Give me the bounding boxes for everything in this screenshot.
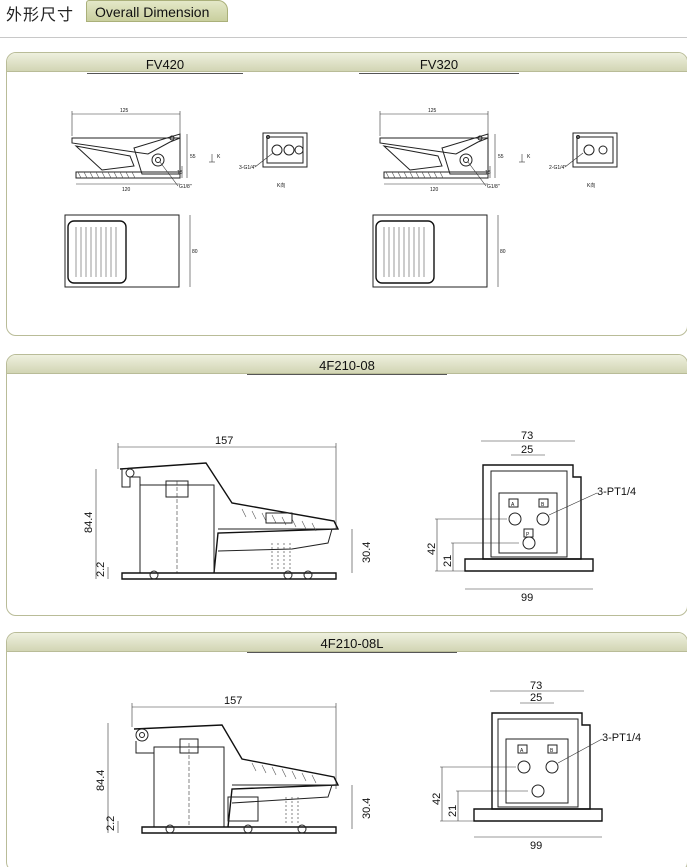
fv320-side-port-label: 2-G1/4" xyxy=(549,165,566,171)
fv320-dim-18: 18 xyxy=(485,170,491,176)
4f210-08-dim-157: 157 xyxy=(215,435,233,447)
fv320-dim-80: 80 xyxy=(500,249,506,255)
4f210-08-dim-42: 42 xyxy=(426,543,438,555)
fv420-dim-120: 120 xyxy=(122,187,131,193)
model-title-fv420: FV420 xyxy=(87,57,243,74)
4f210-08l-front-drawing: 73 25 A B 99 3-PT1/4 42 21 xyxy=(431,680,641,852)
panel-fv420-fv320: FV420 FV320 125 120 55 18 G1/8" K 3-G1/4… xyxy=(6,52,687,336)
fv420-k-arrow: K xyxy=(209,154,221,163)
4f210-08-dim-2-2: 2.2 xyxy=(95,562,107,577)
4f210-08-dim-21: 21 xyxy=(442,555,454,567)
model-title-4f210-08l: 4F210-08L xyxy=(247,636,457,653)
4f210-08l-dim-30-4: 30.4 xyxy=(361,798,373,819)
fv420-dim-125: 125 xyxy=(120,108,129,114)
fv320-top-drawing: 80 xyxy=(372,214,506,288)
4f210-08-dim-99: 99 xyxy=(521,592,533,604)
port-letter-a: A xyxy=(520,748,524,754)
fv420-dim-18: 18 xyxy=(177,170,183,176)
header-title-en: Overall Dimension xyxy=(95,4,210,20)
4f210-08-dim-84-4: 84.4 xyxy=(83,512,95,533)
4f210-08l-dim-42: 42 xyxy=(431,793,443,805)
fv420-k-view-label: K向 xyxy=(277,182,285,189)
port-letter-b: B xyxy=(550,748,554,754)
4f210-08l-dim-21: 21 xyxy=(447,805,459,817)
header-divider xyxy=(0,37,687,38)
fv320-dim-125: 125 xyxy=(428,108,437,114)
fv320-port-label: G1/8" xyxy=(487,184,500,190)
fv320-k-view-drawing: 2-G1/4" K向 xyxy=(549,132,618,189)
panel-header-bar xyxy=(7,355,687,374)
fv320-dim-120: 120 xyxy=(430,187,439,193)
4f210-08l-dim-2-2: 2.2 xyxy=(105,816,117,831)
fv420-side-port-label: 3-G1/4" xyxy=(239,165,256,171)
fv320-side-drawing: 125 120 55 18 G1/8" xyxy=(379,108,504,193)
fv420-top-drawing: 80 xyxy=(64,214,198,288)
header-tab-overall-dimension: Overall Dimension xyxy=(86,0,228,22)
4f210-08l-dim-99: 99 xyxy=(530,840,542,852)
4f210-08-port-label: 3-PT1/4 xyxy=(597,486,636,498)
4f210-08-front-drawing: 73 25 A B P 99 3-PT1/4 42 21 xyxy=(426,430,636,604)
4f210-08l-dim-25: 25 xyxy=(530,692,542,704)
panel-4f210-08: 4F210-08 157 84.4 2.2 30.4 73 25 xyxy=(6,354,687,616)
fv320-k-arrow: K xyxy=(519,154,531,163)
fv420-side-drawing: 125 120 55 18 G1/8" xyxy=(71,108,196,193)
4f210-08-dim-30-4: 30.4 xyxy=(361,542,373,563)
4f210-08l-dim-157: 157 xyxy=(224,695,242,707)
4f210-08l-dim-84-4: 84.4 xyxy=(95,770,107,791)
4f210-08l-port-label: 3-PT1/4 xyxy=(602,732,641,744)
4f210-08l-dim-73: 73 xyxy=(530,680,542,692)
model-title-4f210-08: 4F210-08 xyxy=(247,358,447,375)
fv420-dim-55: 55 xyxy=(190,154,196,160)
4f210-08-side-drawing: 157 84.4 2.2 30.4 xyxy=(83,435,373,580)
panel-header-bar xyxy=(7,53,687,72)
fv420-k-letter: K xyxy=(217,154,221,160)
panel-header-bar xyxy=(7,633,687,652)
4f210-08-dim-73: 73 xyxy=(521,430,533,442)
fv320-k-view-label: K向 xyxy=(587,182,595,189)
port-letter-a: A xyxy=(511,502,515,508)
fv420-k-view-drawing: 3-G1/4" K向 xyxy=(239,132,308,189)
fv420-dim-80: 80 xyxy=(192,249,198,255)
fv320-k-letter: K xyxy=(527,154,531,160)
4f210-08-dim-25: 25 xyxy=(521,444,533,456)
port-letter-b: B xyxy=(541,502,545,508)
model-title-fv320: FV320 xyxy=(359,57,519,74)
header-title-cn: 外形尺寸 xyxy=(6,7,75,24)
page-header: 外形尺寸 Overall Dimension xyxy=(0,0,687,38)
fv320-dim-55: 55 xyxy=(498,154,504,160)
port-letter-p: P xyxy=(526,532,530,538)
4f210-08l-side-drawing: 157 84.4 2.2 30.4 xyxy=(95,695,373,834)
fv420-port-label: G1/8" xyxy=(179,184,192,190)
panel-4f210-08l: 4F210-08L 157 84.4 2.2 30.4 73 25 xyxy=(6,632,687,867)
